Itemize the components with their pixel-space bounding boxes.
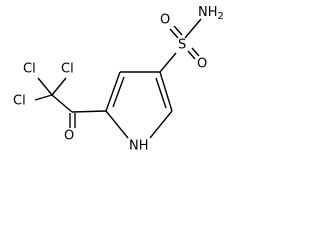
atom-cl-2: Cl [61, 62, 74, 77]
bond-c4-c5-inner [155, 77, 167, 109]
molecule-structure: Cl Cl Cl O S O O NH2 NH [13, 5, 224, 154]
bond-s-o2-a [187, 50, 196, 60]
atom-labels: Cl Cl Cl O S O O NH2 NH [13, 5, 224, 154]
bond-c-cl2 [51, 77, 67, 96]
bonds [34, 18, 202, 139]
atom-cl-3: Cl [13, 94, 26, 109]
bond-c5-n1 [149, 110, 173, 139]
bond-c-carbonyl [51, 94, 73, 113]
bond-c4-c5 [159, 71, 173, 112]
bond-c2-c3-inner [112, 76, 125, 108]
bond-s-n [184, 18, 202, 39]
bond-c2-c3 [105, 71, 121, 112]
bond-s-o1-a [169, 28, 179, 39]
atom-amine-subscript: 2 [218, 11, 224, 22]
atom-amine-main: NH [198, 5, 218, 20]
bond-carbonyl-ring [71, 110, 107, 113]
atom-sulfur: S [178, 38, 186, 53]
bond-c-cl3 [34, 94, 53, 101]
atom-sulfonyl-oxygen-1: O [160, 13, 170, 28]
atom-carbonyl-oxygen: O [64, 129, 74, 144]
atom-amine: NH2 [198, 5, 224, 23]
bond-c-cl1 [37, 77, 53, 96]
atom-cl-1: Cl [23, 62, 36, 77]
bond-n1-c2 [105, 110, 129, 139]
bond-c4-s [159, 52, 177, 73]
atom-sulfonyl-oxygen-2: O [197, 57, 207, 72]
bond-s-o1-b [173, 25, 183, 36]
atom-ring-nh: NH [129, 139, 149, 154]
bond-s-o2-b [191, 47, 200, 57]
